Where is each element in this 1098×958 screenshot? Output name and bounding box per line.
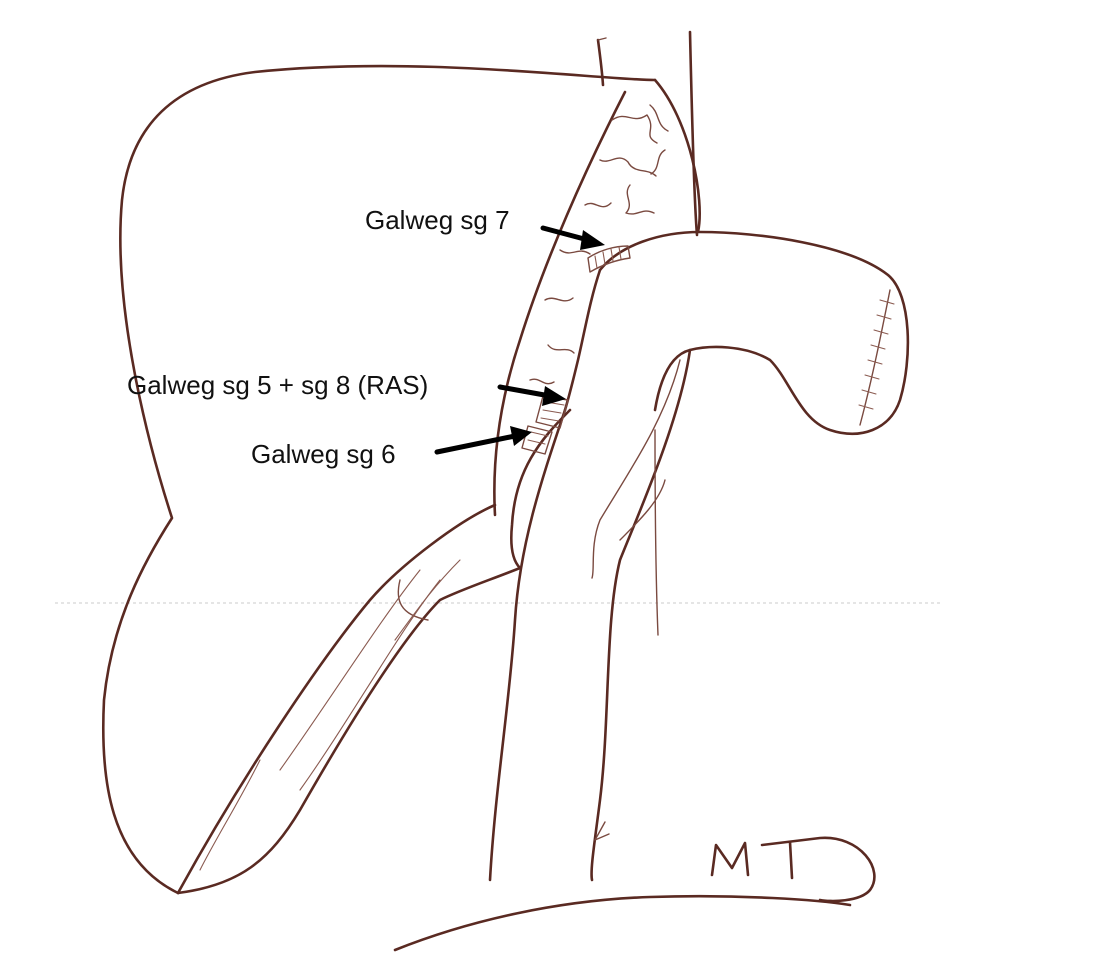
liver-outline	[101, 64, 657, 895]
roux-limb-inner	[563, 268, 602, 412]
ligament-texture	[199, 559, 461, 871]
roux-limb-down-right	[590, 348, 692, 882]
label-sg7: Galweg sg 7	[365, 205, 510, 235]
liver-cut-edge	[493, 90, 627, 517]
arrow-sg6	[434, 426, 532, 455]
mesentery-fold	[619, 479, 666, 541]
vessel-hook	[597, 37, 607, 41]
vessel-line-right	[688, 30, 699, 237]
label-sg6: Galweg sg 6	[251, 439, 396, 469]
anastomosis-sg7	[587, 245, 631, 273]
ligament-lower	[176, 566, 522, 895]
bowel-arrow	[594, 821, 610, 841]
liver-hilum-edge	[509, 408, 572, 570]
staple-line-closure	[859, 289, 891, 426]
arrow-sg5-sg8	[497, 384, 566, 406]
anastomosis-sg6	[521, 425, 553, 455]
mesentery-line	[591, 359, 681, 579]
ligament-fold	[397, 579, 429, 621]
ligament-upper	[176, 503, 497, 895]
arrow-sg7	[540, 225, 605, 250]
vessel-line-left	[596, 38, 605, 87]
roux-limb-outer	[598, 230, 910, 435]
mesentery-line-2	[654, 429, 659, 636]
roux-limb-down-left	[488, 408, 567, 882]
bottom-organ-curve	[393, 894, 852, 952]
signature-mt	[710, 836, 876, 903]
cut-surface-texture	[529, 104, 669, 385]
label-sg5-sg8: Galweg sg 5 + sg 8 (RAS)	[127, 370, 428, 400]
staple-ticks	[858, 299, 895, 410]
